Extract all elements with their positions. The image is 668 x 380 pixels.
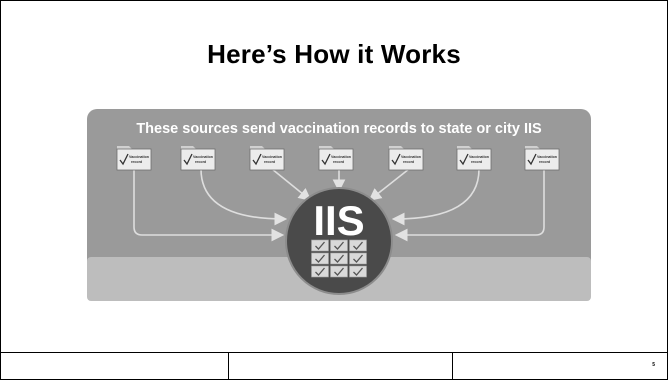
checkmark-icon [334, 241, 344, 250]
grid-cell [349, 265, 367, 278]
folder-label-line2: record [539, 160, 550, 164]
folder-label-line2: record [403, 160, 414, 164]
slide-title: Here’s How it Works [207, 39, 461, 69]
arrow-icon [391, 168, 480, 226]
folder-label-line1: Vaccination [193, 155, 213, 159]
arrow-icon [271, 168, 312, 202]
folder-label-line2: record [195, 160, 206, 164]
checkmark-icon [315, 254, 325, 263]
checkmark-icon [334, 254, 344, 263]
checkmark-icon [353, 254, 363, 263]
arrow-icon [394, 169, 545, 242]
grid-cell [311, 239, 329, 252]
folder-label-line2: record [471, 160, 482, 164]
checkmark-icon [391, 153, 401, 166]
hub-label: IIS [313, 197, 364, 244]
checkmark-icon [252, 153, 262, 166]
grid-cell [330, 252, 348, 265]
grid-cell [349, 252, 367, 265]
checkmark-icon [119, 153, 129, 166]
checkmark-icon [334, 267, 344, 276]
checkmark-icon [321, 153, 331, 166]
arrow-icon [133, 169, 285, 242]
arrow-icon [200, 168, 288, 226]
arrows [133, 168, 545, 242]
grid-cell [311, 252, 329, 265]
iis-hub: IIS [285, 187, 393, 295]
footer-divider [228, 352, 229, 379]
arrow-icon [368, 168, 410, 201]
folder-label-line2: record [264, 160, 275, 164]
footer-divider [452, 352, 453, 379]
folder-label-line2: record [333, 160, 344, 164]
folder-label-line1: Vaccination [401, 155, 421, 159]
folder-label-line1: Vaccination [469, 155, 489, 159]
grid-cell [349, 239, 367, 252]
folder-label-line1: Vaccination [129, 155, 149, 159]
grid-cell [330, 239, 348, 252]
footer-rule [1, 352, 667, 353]
iis-diagram: These sources send vaccination records t… [87, 109, 591, 301]
checkmark-icon [459, 153, 469, 166]
folder-label-line1: Vaccination [331, 155, 351, 159]
grid-cell [330, 265, 348, 278]
folder-label-line2: record [131, 160, 142, 164]
folders: VaccinationrecordVaccinationrecordVaccin… [116, 146, 560, 171]
grid-cell [311, 265, 329, 278]
folder-label-line1: Vaccination [537, 155, 557, 159]
checkmark-icon [527, 153, 537, 166]
checkmark-icon [315, 241, 325, 250]
banner-text: These sources send vaccination records t… [136, 121, 542, 137]
grid-icon [311, 239, 367, 278]
checkmark-icon [353, 267, 363, 276]
page-number: 5 [652, 362, 655, 368]
checkmark-icon [315, 267, 325, 276]
checkmark-icon [353, 241, 363, 250]
folder-label-line1: Vaccination [262, 155, 282, 159]
checkmark-icon [183, 153, 193, 166]
